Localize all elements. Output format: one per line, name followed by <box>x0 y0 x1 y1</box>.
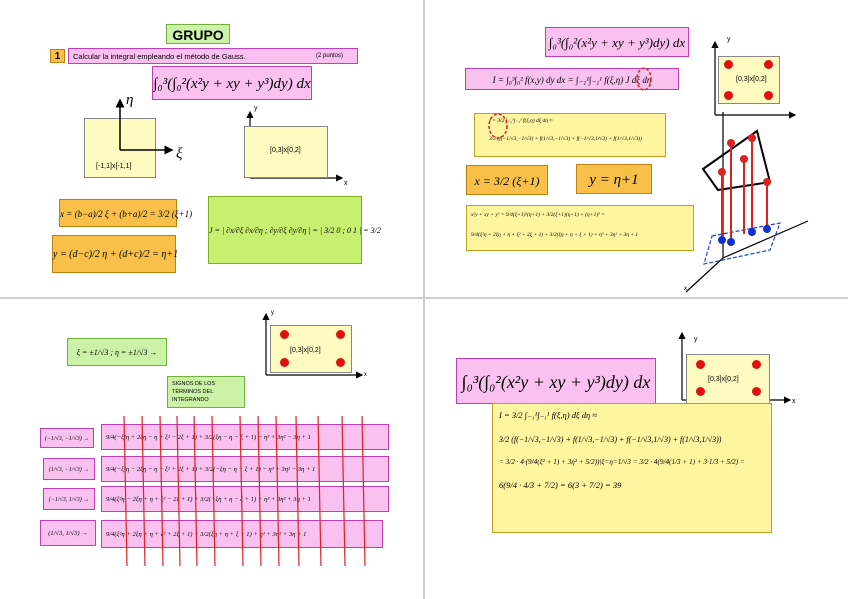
final-computation: I = 3/2 ∫₋₁¹∫₋₁¹ f(ξ,η) dξ dη ≈ 3/2 (f(−… <box>492 403 772 533</box>
jacobian: J = | ∂x/∂ξ ∂x/∂η ; ∂y/∂ξ ∂y/∂η | = | 3/… <box>208 196 381 264</box>
sign-row-point-1: (−1/√3, −1/√3) → <box>40 428 94 448</box>
gauss-points-eq: ξ = ±1/√3 ; η = ±1/√3 → <box>67 338 167 366</box>
gauss-point <box>336 330 345 339</box>
q2-x-axis-label: x <box>684 286 687 292</box>
q3-x-axis-label: x <box>364 372 367 378</box>
expansion-line2: 9/4(ξ²η + 2ξη + η + ξ² + 2ξ + 1) + 3/2(ξ… <box>471 232 639 238</box>
final-line1: I = 3/2 ∫₋₁¹∫₋₁¹ f(ξ,η) dξ dη ≈ <box>499 410 597 420</box>
gauss-point <box>280 358 289 367</box>
signs-label: SIGNOS DE LOS TÉRMINOS DEL INTEGRANDO <box>167 376 245 408</box>
y-axis-label: y <box>254 105 258 112</box>
q2-domain-label: [0,3]x[0,2] <box>736 76 767 83</box>
problem-points: (2 puntos) <box>315 53 343 59</box>
q4-y-axis-label: y <box>694 336 698 343</box>
reference-domain-label: [-1,1]x[-1,1] <box>96 163 132 170</box>
q3-y-axis-label: y <box>271 310 274 316</box>
eta-axis-label: η <box>126 92 134 108</box>
gauss-point <box>724 60 733 69</box>
expansion-line1: x²y + xy + y³ = 9/4(ξ+1)²(η+1) + 3/2(ξ+1… <box>471 212 605 218</box>
quadrant-divider-vertical <box>423 0 425 599</box>
integral-q4: ∫₀³(∫₀²(x²y + xy + y³)dy) dx <box>456 358 656 404</box>
x-axis-label: x <box>344 180 348 187</box>
q4-x-axis-label: x <box>792 398 796 405</box>
gauss-point <box>336 358 345 367</box>
sign-row-expr-2: 9/4(−ξ²η − 2ξη − η + ξ² + 2ξ + 1) + 3/2(… <box>101 456 389 482</box>
problem-number: 1 <box>50 49 65 63</box>
gauss-point <box>696 360 705 369</box>
gauss-point <box>752 387 761 396</box>
gauss-sum-line1: I = 3/2 ∫₋₁¹∫₋₁¹ f(ξ,η) dξ dη ≈ <box>489 118 553 124</box>
x-equation: x = 3/2 (ξ+1) <box>466 165 548 195</box>
gauss-point <box>696 387 705 396</box>
sign-row-point-2: (1/√3, −1/√3) → <box>43 458 95 480</box>
x-mapping: x = (b−a)/2 ξ + (b+a)/2 = 3/2 (ξ+1) <box>59 199 192 227</box>
problem-text: Calcular la integral empleando el método… <box>73 52 246 61</box>
sign-row-point-4: (1/√3, 1/√3) → <box>40 520 96 546</box>
gauss-point <box>752 360 761 369</box>
integral-q1: ∫₀³(∫₀²(x²y + xy + y³)dy) dx <box>152 66 312 100</box>
xi-axis-label: ξ <box>176 146 183 162</box>
sign-row-expr-3: 9/4(ξ²η − 2ξη + η + ξ² − 2ξ + 1) + 3/2(−… <box>101 486 389 512</box>
integral-transform: I = ∫₀³∫₀² f(x,y) dy dx = ∫₋₁¹∫₋₁¹ f(ξ,η… <box>465 68 679 90</box>
final-line3: = 3/2 · 4·(9/4(ξ² + 1) + 3η² + 5/2))|ξ=η… <box>499 458 745 466</box>
final-line4: 6(9/4 · 4/3 + 7/2) = 6(3 + 7/2) = 39 <box>499 480 622 490</box>
q3-domain-label: [0,3]x[0,2] <box>290 347 321 354</box>
gauss-sum-line2: 3/2 (f(−1/√3,−1/√3) + f(1/√3,−1/√3) + f(… <box>489 136 642 142</box>
xy-domain-label: [0,3]x[0,2] <box>270 147 301 154</box>
y-mapping: y = (d−c)/2 η + (d+c)/2 = η+1 <box>52 235 178 273</box>
gauss-point <box>764 60 773 69</box>
gauss-point <box>764 91 773 100</box>
xy-domain-rect <box>244 126 328 178</box>
sign-row-expr-1: 9/4(−ξ²η + 2ξη − η + ξ² − 2ξ + 1) + 3/2(… <box>101 424 389 450</box>
sign-row-point-3: (−1/√3, 1/√3) → <box>43 488 95 510</box>
final-line2: 3/2 (f(−1/√3,−1/√3) + f(1/√3,−1/√3) + f(… <box>499 435 722 444</box>
gauss-point <box>724 91 733 100</box>
q4-domain-label: [0,3]x[0,2] <box>708 376 739 383</box>
integral-q2: ∫₀³(∫₀²(x²y + xy + y³)dy) dx <box>545 27 689 57</box>
y-equation: y = η+1 <box>576 164 652 194</box>
gauss-point <box>280 330 289 339</box>
q2-y-axis-label: y <box>727 36 731 43</box>
expansion-box: x²y + xy + y³ = 9/4(ξ+1)²(η+1) + 3/2(ξ+1… <box>466 205 694 251</box>
problem-statement: Calcular la integral empleando el método… <box>68 48 358 64</box>
quadrant-divider-horizontal <box>0 297 848 299</box>
